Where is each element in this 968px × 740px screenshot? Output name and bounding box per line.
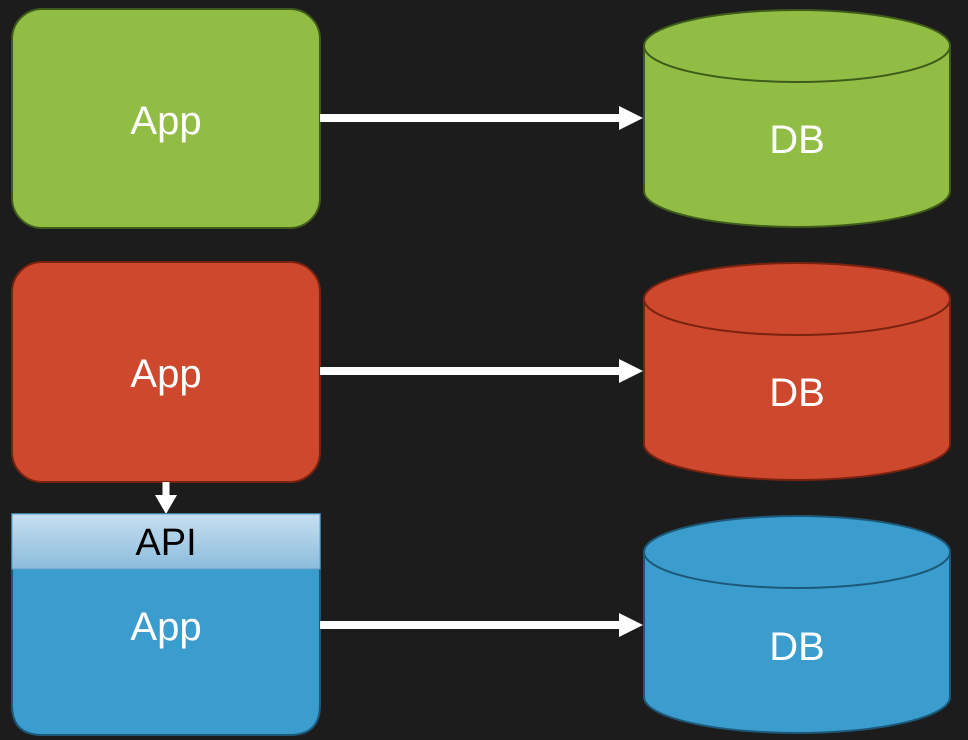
arrow-app-to-db-green [320, 106, 643, 130]
app-label-blue: App [130, 605, 201, 649]
arrow-app-to-db-red [320, 359, 643, 383]
db-cylinder-green [643, 9, 951, 228]
db-label-blue: DB [769, 625, 825, 669]
row-3: API App DB [11, 513, 951, 736]
api-label: API [135, 522, 196, 564]
row-1: App DB [11, 8, 951, 229]
row-2: App DB [11, 261, 951, 514]
db-label-red: DB [769, 371, 825, 415]
db-cylinder-red [643, 262, 951, 481]
arrow-red-app-to-api [155, 482, 177, 514]
api-layer [11, 513, 321, 570]
app-label-green: App [130, 99, 201, 143]
arrow-app-to-db-blue [320, 613, 643, 637]
db-label-green: DB [769, 118, 825, 162]
app-label-red: App [130, 352, 201, 396]
db-cylinder-blue [643, 515, 951, 734]
